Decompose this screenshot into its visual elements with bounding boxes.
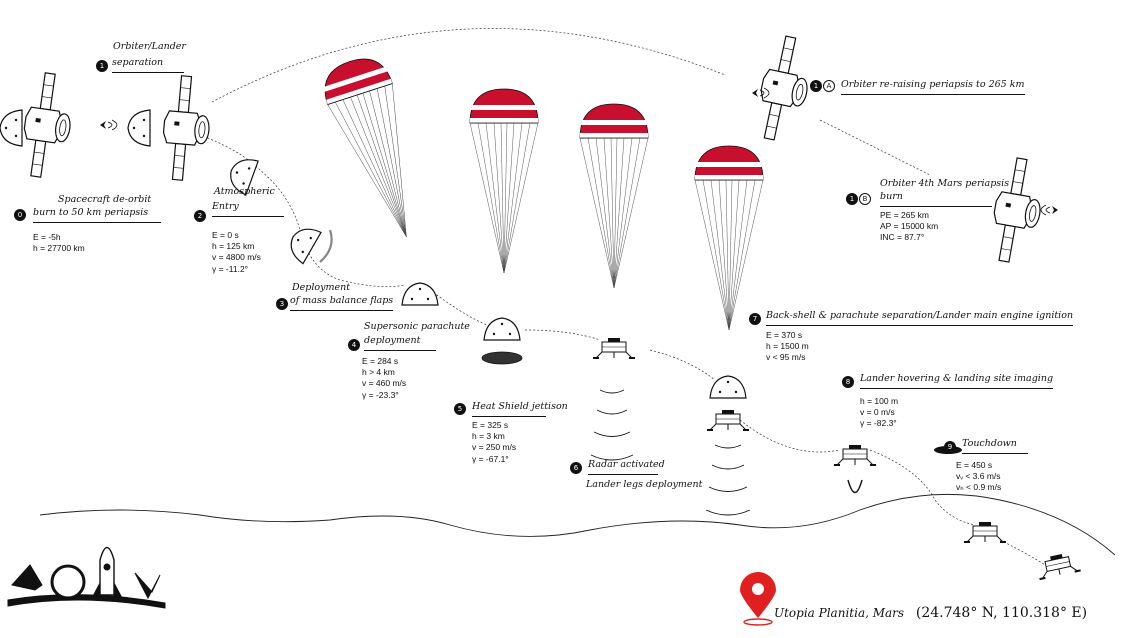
step-6-badge: 6 <box>570 462 582 474</box>
step-8-label: Lander hovering & landing site imaging <box>860 373 1054 389</box>
orbiter-spacecraft-0 <box>17 70 78 181</box>
step-6-label-line2: Lander legs deployment <box>586 479 703 490</box>
step-7-label: Back-shell & parachute separation/Lander… <box>766 310 1074 326</box>
flap-capsule <box>283 220 322 265</box>
thrust-plume-1b <box>1040 204 1059 216</box>
step-0-badge: 0 <box>14 209 26 221</box>
engine-plume <box>847 479 863 494</box>
parachute-4 <box>316 50 440 248</box>
step-2-label: Atmospheric <box>214 186 275 197</box>
lander-hovering <box>833 444 877 467</box>
step-1a-label: Orbiter re-raising periapsis to 265 km <box>841 79 1025 95</box>
step-0-label: Spacecraft de-orbit <box>58 194 152 205</box>
landed-lander <box>1034 550 1082 581</box>
orbiter-raise-path <box>819 119 931 176</box>
orbiter-spacecraft-1 <box>158 74 215 183</box>
step-1b-label: Orbiter 4th Mars periapsis <box>880 178 1010 189</box>
logo-illustration <box>7 546 166 609</box>
radar-waves-7 <box>705 444 751 516</box>
lander-touchdown <box>963 521 1007 544</box>
step-3-label-line2: of mass balance flaps <box>290 295 394 311</box>
parachute-5 <box>469 88 539 274</box>
landing-site-name: Utopia Planitia, Mars <box>774 606 905 620</box>
lander-6 <box>592 337 636 360</box>
separated-capsule <box>127 109 151 147</box>
step-1-label: Orbiter/Lander <box>113 41 186 52</box>
step-5-badge: 5 <box>454 403 466 415</box>
entry-plasma-arc <box>319 229 333 263</box>
orbiter-trajectory-path <box>211 28 726 103</box>
capsule-4 <box>401 282 439 306</box>
step-1-badge: 1 <box>96 60 108 72</box>
landing-site-coords: (24.748° N, 110.318° E) <box>915 605 1088 621</box>
step-8-badge: 8 <box>842 376 854 388</box>
descent-trajectory-path <box>199 134 1046 566</box>
step-3-badge: 3 <box>276 298 288 310</box>
step-9-label: Touchdown <box>962 438 1028 454</box>
capsule-7 <box>709 375 747 399</box>
radar-waves-6 <box>590 389 634 461</box>
step-1b-badge: 1 <box>846 193 858 205</box>
lander-capsule-0 <box>0 109 23 147</box>
step-7-badge: 7 <box>749 313 761 325</box>
thrust-plume-0 <box>99 119 118 131</box>
step-1b-label-line2: burn <box>880 191 992 207</box>
location-pin-icon <box>740 572 776 626</box>
parachute-7 <box>694 145 764 331</box>
step-6-label: Radar activated <box>588 459 665 475</box>
terrain-horizon <box>39 493 1116 556</box>
lander-7 <box>706 409 750 432</box>
step-1b-sub-badge: B <box>859 193 871 205</box>
step-4-label-line2: deployment <box>364 335 436 351</box>
step-1a-sub-badge: A <box>823 80 835 92</box>
orbiter-spacecraft-1a <box>750 32 818 146</box>
step-2-badge: 2 <box>194 210 206 222</box>
step-3-label: Deployment <box>292 282 351 293</box>
step-5-label: Heat Shield jettison <box>472 401 568 417</box>
step-2-label-line2: Entry <box>212 201 284 217</box>
step-1-label-line2: separation <box>112 57 184 73</box>
step-9-badge: 9 <box>944 441 956 453</box>
orbiter-spacecraft-1b <box>985 155 1050 267</box>
step-0-label-line2: burn to 50 km periapsis <box>33 207 161 223</box>
step-1a-badge: 1 <box>810 80 822 92</box>
capsule-5 <box>483 317 521 341</box>
parachute-6 <box>579 103 649 289</box>
heat-shield <box>481 351 523 365</box>
landing-site-location: Utopia Planitia, Mars (24.748° N, 110.31… <box>774 605 1087 621</box>
step-4-badge: 4 <box>348 339 360 351</box>
step-4-label: Supersonic parachute <box>364 321 470 332</box>
